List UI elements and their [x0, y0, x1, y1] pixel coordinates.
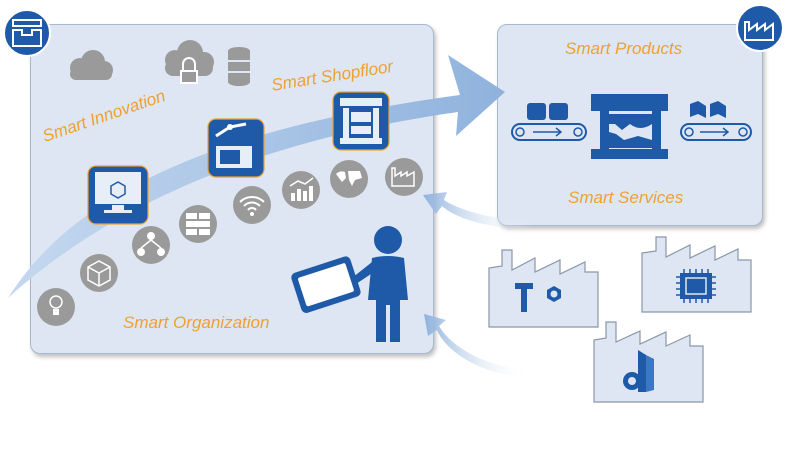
chip-factory-icon [641, 236, 752, 313]
data-factory-icon [593, 321, 704, 403]
person-with-tablet-icon [291, 226, 408, 342]
smart-products-machine [511, 94, 752, 159]
press-machine-icon [332, 91, 390, 151]
network-people-icon [132, 226, 170, 264]
label-smart-services: Smart Services [568, 188, 684, 207]
label-smart-organization: Smart Organization [123, 313, 270, 332]
building-blocks-icon [179, 205, 217, 243]
cube-icon [80, 254, 118, 292]
organization-return-arrow [424, 314, 530, 377]
lightbulb-icon [37, 288, 75, 326]
cloud-lock-icon [165, 40, 214, 84]
monitor-cube-icon [87, 165, 149, 225]
mold-press-icon [3, 9, 51, 57]
robot-arm-icon [207, 118, 265, 178]
factory-icon [736, 4, 784, 52]
tools-factory-icon [488, 249, 599, 328]
world-map-icon [330, 160, 368, 198]
wifi-icon [233, 186, 271, 224]
chart-icon [282, 171, 320, 209]
label-smart-products: Smart Products [565, 39, 683, 58]
database-icon [228, 47, 250, 86]
services-return-arrow [423, 192, 535, 229]
cloud-icon [70, 50, 113, 80]
factory-icon [385, 158, 423, 196]
